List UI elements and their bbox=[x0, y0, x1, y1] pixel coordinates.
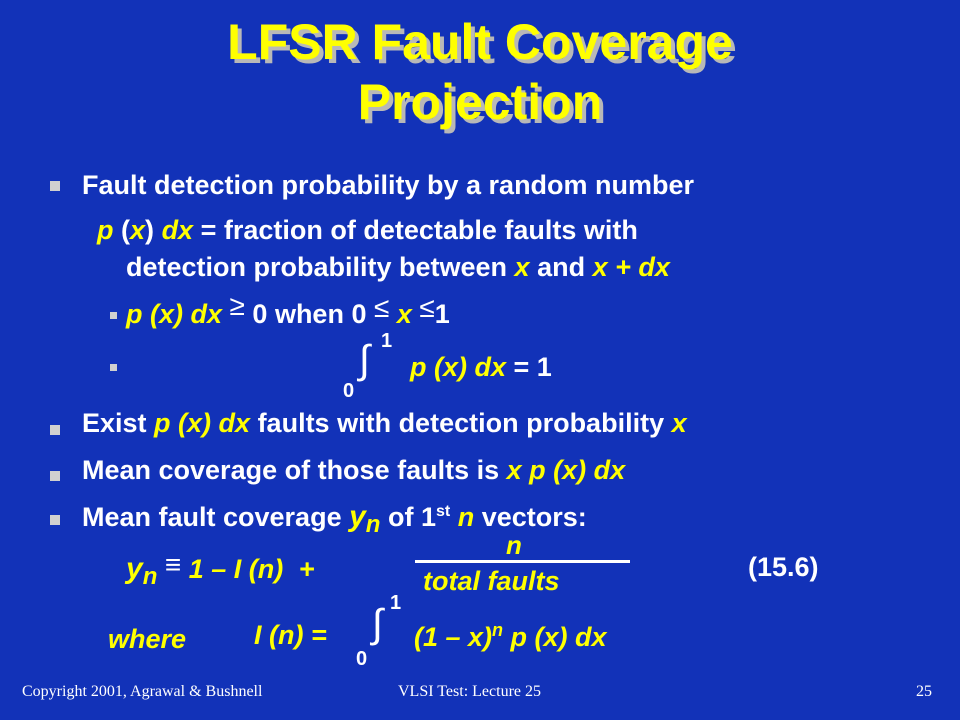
bullet-mean-fault-coverage: Mean fault coverage yn of 1st n vectors: bbox=[82, 500, 587, 538]
geq-symbol: ≥ bbox=[229, 290, 245, 321]
plus-sign: + bbox=[298, 554, 315, 584]
of-text: of 1 bbox=[380, 502, 436, 532]
paren-close: ) bbox=[145, 215, 155, 245]
footer-page-number: 25 bbox=[916, 683, 932, 700]
paren-open: ( bbox=[121, 215, 131, 245]
equation-label: (15.6) bbox=[748, 552, 819, 582]
fraction-bar bbox=[415, 560, 630, 563]
definition-text-2: detection probability between bbox=[126, 252, 515, 282]
bullet-marker bbox=[50, 471, 60, 481]
definition-text: = fraction of detectable faults with bbox=[193, 215, 638, 245]
bullet-marker bbox=[50, 181, 60, 191]
pdx-expr: p (x) dx bbox=[503, 622, 607, 652]
bullet-marker bbox=[50, 515, 60, 525]
fraction-numerator: n bbox=[506, 530, 522, 560]
sub-bullet-nonnegative: p (x) dx ≥ 0 when 0 ≤ x ≤1 bbox=[126, 290, 450, 330]
leq-symbol: ≤ bbox=[373, 292, 390, 323]
integral-normalization: p (x) dx = 1 bbox=[410, 352, 552, 383]
slide-title-line2: Projection bbox=[357, 74, 603, 130]
slide-title-line1: LFSR Fault Coverage bbox=[227, 14, 733, 70]
equals-one: = 1 bbox=[513, 352, 552, 382]
integral-lower-limit: 0 bbox=[356, 648, 368, 670]
dx-var: dx bbox=[161, 215, 194, 245]
one-value: 1 bbox=[434, 299, 450, 329]
x-var: x bbox=[514, 252, 530, 282]
y-var: y bbox=[126, 552, 143, 585]
x-var: x bbox=[396, 299, 412, 329]
integral-upper-limit: 1 bbox=[390, 592, 402, 614]
footer-copyright: Copyright 2001, Agrawal & Bushnell bbox=[22, 683, 263, 700]
pdx-definition-line2: detection probability between x and x + … bbox=[126, 252, 670, 283]
integrand: (1 – x)n p (x) dx bbox=[414, 620, 607, 653]
n-var: n bbox=[457, 502, 475, 532]
bullet-mean-coverage: Mean coverage of those faults is x p (x)… bbox=[82, 455, 625, 486]
sub-bullet-marker bbox=[110, 364, 117, 371]
exist-text: Exist bbox=[82, 408, 155, 438]
n-exponent: n bbox=[492, 620, 504, 640]
y-var: y bbox=[349, 500, 366, 533]
n-subscript: n bbox=[365, 511, 381, 538]
p-var: p bbox=[97, 215, 114, 245]
and-text: and bbox=[529, 252, 593, 282]
integral-upper-limit: 1 bbox=[381, 330, 393, 352]
one-minus-I-n: 1 – I (n) bbox=[188, 554, 284, 584]
integral-symbol: ∫ bbox=[372, 602, 383, 646]
equiv-symbol: ≡ bbox=[164, 549, 182, 580]
pdx-definition-line1: p (x) dx = fraction of detectable faults… bbox=[97, 215, 638, 246]
bullet-marker bbox=[50, 425, 60, 435]
bullet-exist-faults: Exist p (x) dx faults with detection pro… bbox=[82, 408, 687, 439]
x-var: x bbox=[671, 408, 687, 438]
one-minus-x: (1 – x) bbox=[414, 622, 493, 652]
mean-fault-coverage-text: Mean fault coverage bbox=[82, 502, 350, 532]
fraction-denominator: total faults bbox=[423, 566, 560, 596]
pdx-expr: p (x) dx bbox=[410, 352, 507, 382]
xpdx-expr: x p (x) dx bbox=[506, 455, 626, 485]
mean-coverage-text: Mean coverage of those faults is bbox=[82, 455, 507, 485]
I-n-definition: I (n) = bbox=[254, 620, 327, 650]
footer-lecture: VLSI Test: Lecture 25 bbox=[398, 683, 541, 700]
leq-symbol-2: ≤ bbox=[419, 292, 435, 323]
where-text: where bbox=[108, 624, 187, 654]
vectors-text: vectors: bbox=[474, 502, 587, 532]
pdx-expr: p (x) dx bbox=[126, 299, 223, 329]
when-text: 0 when 0 bbox=[252, 299, 367, 329]
integral-lower-limit: 0 bbox=[343, 380, 355, 402]
equation-15-6: yn ≡ 1 – I (n) + bbox=[126, 549, 315, 590]
sub-bullet-marker bbox=[110, 312, 117, 319]
n-subscript: n bbox=[142, 563, 158, 590]
faults-text: faults with detection probability bbox=[250, 408, 672, 438]
st-superscript: st bbox=[435, 503, 451, 520]
bullet-fault-detection: Fault detection probability by a random … bbox=[82, 170, 695, 200]
x-plus-dx: x + dx bbox=[592, 252, 670, 282]
integral-symbol: ∫ bbox=[359, 338, 370, 382]
pdx-expr: p (x) dx bbox=[154, 408, 251, 438]
x-var: x bbox=[130, 215, 146, 245]
